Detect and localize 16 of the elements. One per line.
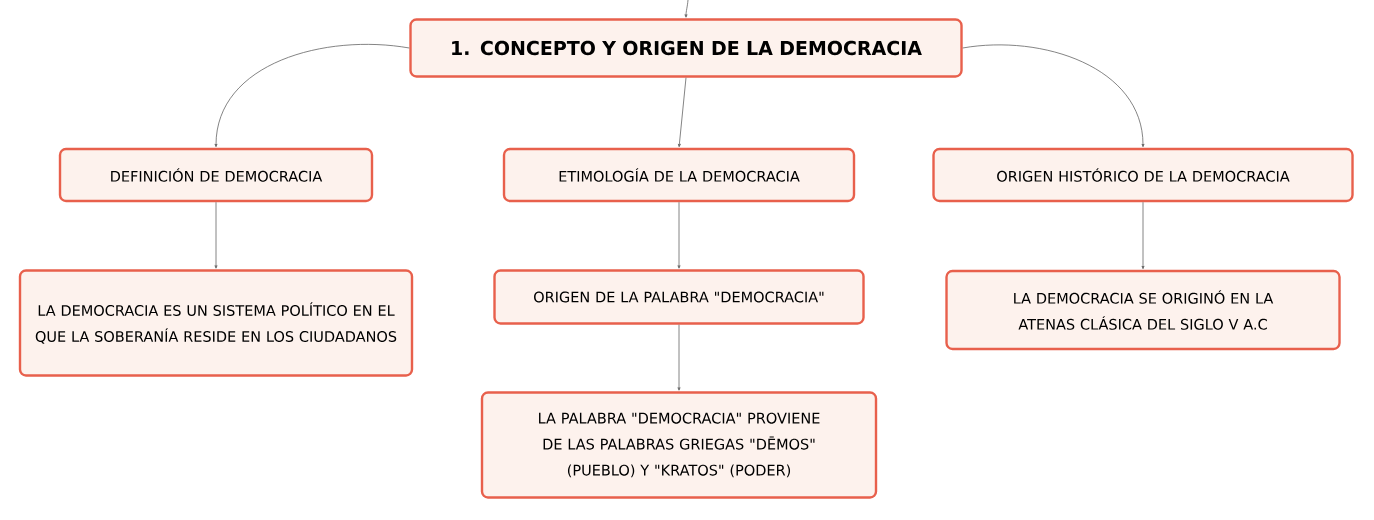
arrow — [677, 324, 681, 391]
arrow — [214, 43, 410, 148]
topic-box: ORIGEN HISTÓRICO DE LA DEMOCRACIA — [932, 147, 1354, 203]
topic-box: LA DEMOCRACIA ES UN SISTEMA POLÍTICO EN EL QUE LA SOBERANÍA RESIDE EN LOS CIUDADANOS — [18, 269, 414, 377]
arrow — [962, 44, 1145, 148]
topic-box: DEFINICIÓN DE DEMOCRACIA — [58, 147, 374, 203]
title-box: 1. CONCEPTO Y ORIGEN DE LA DEMOCRACIA — [409, 18, 963, 78]
arrow — [1141, 201, 1145, 270]
topic-box: LA DEMOCRACIA SE ORIGINÓ EN LA ATENAS CLÁSICA DEL SIGLO V A.C — [945, 269, 1341, 351]
topic-box: LA PALABRA "DEMOCRACIA" PROVIENE DE LAS PALABRAS GRIEGAS "DĒMOS" (PUEBLO) Y "KRATOS" (PODER) — [480, 391, 878, 499]
arrow — [677, 201, 681, 269]
arrow — [677, 77, 687, 148]
arrow — [214, 201, 218, 269]
topic-box: ETIMOLOGÍA DE LA DEMOCRACIA — [502, 147, 856, 203]
topic-box: ORIGEN DE LA PALABRA "DEMOCRACIA" — [493, 269, 865, 325]
arrow — [684, 0, 689, 18]
